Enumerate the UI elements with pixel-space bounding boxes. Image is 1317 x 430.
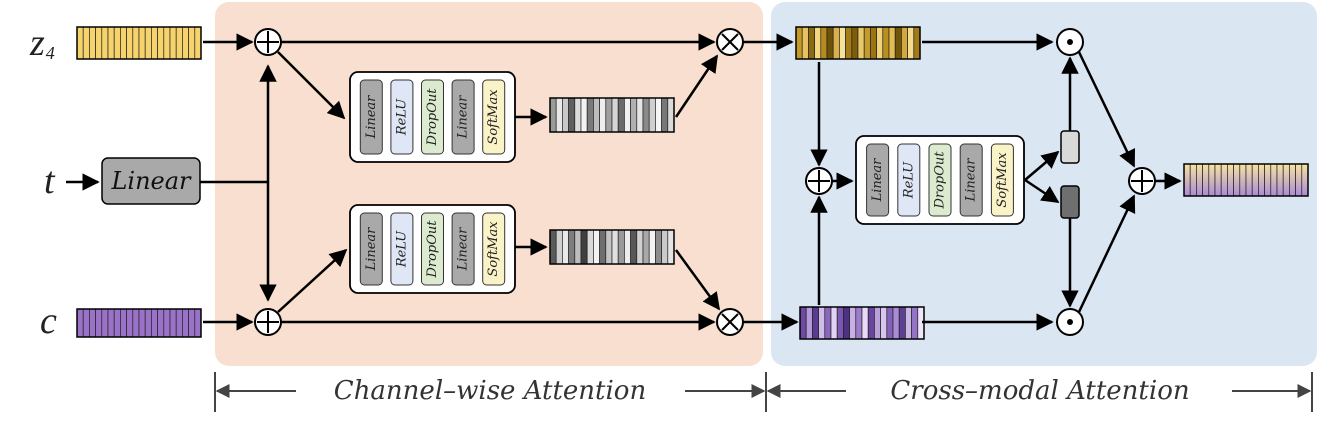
- mlp-layer-relu: ReLU: [390, 212, 414, 286]
- modal-weight-dark: [1060, 185, 1080, 219]
- mlp-layer-linear: Linear: [359, 79, 383, 155]
- svg-text:DropOut: DropOut: [425, 220, 440, 279]
- mlp-block-channel-top: Linear ReLU DropOut Linear SoftMax: [349, 71, 516, 163]
- attended-z-vector: [795, 26, 921, 60]
- dot-bottom-to-sum-arrow: [1077, 194, 1136, 313]
- mlp-cross-to-w1-arrow: [1024, 150, 1060, 181]
- channel-attention-label: Channel–wise Attention: [334, 376, 646, 406]
- hadamard-node-top: [1056, 28, 1084, 56]
- mlp-layer-dropout: DropOut: [421, 79, 444, 155]
- mlp-layer-relu: ReLU: [390, 79, 414, 155]
- channel-attention-region: [215, 2, 763, 366]
- svg-text:SoftMax: SoftMax: [995, 152, 1010, 208]
- channel-weights-top: [549, 97, 675, 133]
- z4-label: z4: [29, 22, 55, 64]
- svg-text:ReLU: ReLU: [901, 161, 916, 199]
- add-node-top: [254, 28, 282, 56]
- svg-text:SoftMax: SoftMax: [486, 221, 501, 277]
- z4-vector: [76, 26, 202, 60]
- svg-text:SoftMax: SoftMax: [486, 89, 501, 145]
- mlp-cross-to-w2-arrow: [1024, 178, 1060, 204]
- mlp-layer-dropout: DropOut: [421, 212, 444, 286]
- channel-attention-bracket: [214, 372, 767, 412]
- c-vector: [76, 308, 202, 338]
- weights-top-to-mul-arrow: [674, 54, 719, 118]
- attended-c-vector: [799, 306, 925, 340]
- add-node-cross: [805, 167, 833, 195]
- t-label: t: [44, 160, 56, 202]
- mlp-block-channel-bottom: Linear ReLU DropOut Linear SoftMax: [349, 204, 516, 294]
- svg-text:Linear: Linear: [964, 158, 979, 203]
- svg-text:Linear: Linear: [364, 227, 379, 272]
- mlp-layer-relu: ReLU: [897, 143, 921, 217]
- svg-text:ReLU: ReLU: [394, 98, 409, 136]
- weights-bottom-to-mul-arrow: [674, 249, 721, 311]
- modal-weight-light: [1060, 130, 1080, 164]
- mlp-layer-linear: Linear: [866, 143, 890, 217]
- mlp-layer-linear: Linear: [359, 212, 383, 286]
- cross-modal-attention-bracket: [766, 372, 1313, 412]
- mlp-layer-linear: Linear: [959, 143, 983, 217]
- mlp-block-cross: Linear ReLU DropOut Linear SoftMax: [855, 135, 1025, 225]
- linear-box-label: Linear: [110, 167, 192, 195]
- mlp-layer-softmax: SoftMax: [482, 212, 506, 286]
- hadamard-node-bottom: [1056, 308, 1084, 336]
- output-vector: [1183, 163, 1309, 197]
- mlp-layer-linear: Linear: [451, 79, 475, 155]
- bottom-to-mlp-arrow: [277, 248, 348, 313]
- multiply-node-bottom: [716, 308, 744, 336]
- dot-top-to-sum-arrow: [1077, 51, 1136, 168]
- top-to-mlp-arrow: [277, 51, 346, 120]
- multiply-node-top: [716, 28, 744, 56]
- add-node-bottom: [254, 308, 282, 336]
- cross-modal-attention-region: [771, 2, 1317, 366]
- cross-modal-attention-label: Cross–modal Attention: [890, 376, 1189, 406]
- mlp-layer-dropout: DropOut: [928, 143, 952, 217]
- svg-text:Linear: Linear: [456, 95, 471, 140]
- svg-text:ReLU: ReLU: [394, 230, 409, 268]
- svg-text:DropOut: DropOut: [425, 88, 440, 147]
- mlp-layer-softmax: SoftMax: [990, 143, 1014, 217]
- channel-weights-bottom: [549, 229, 675, 265]
- add-node-final: [1128, 167, 1156, 195]
- mlp-layer-linear: Linear: [451, 212, 475, 286]
- c-label: c: [40, 300, 57, 342]
- svg-text:Linear: Linear: [364, 95, 379, 140]
- mlp-layer-softmax: SoftMax: [482, 79, 506, 155]
- svg-text:Linear: Linear: [870, 158, 885, 203]
- svg-text:DropOut: DropOut: [933, 151, 948, 210]
- svg-text:Linear: Linear: [456, 227, 471, 272]
